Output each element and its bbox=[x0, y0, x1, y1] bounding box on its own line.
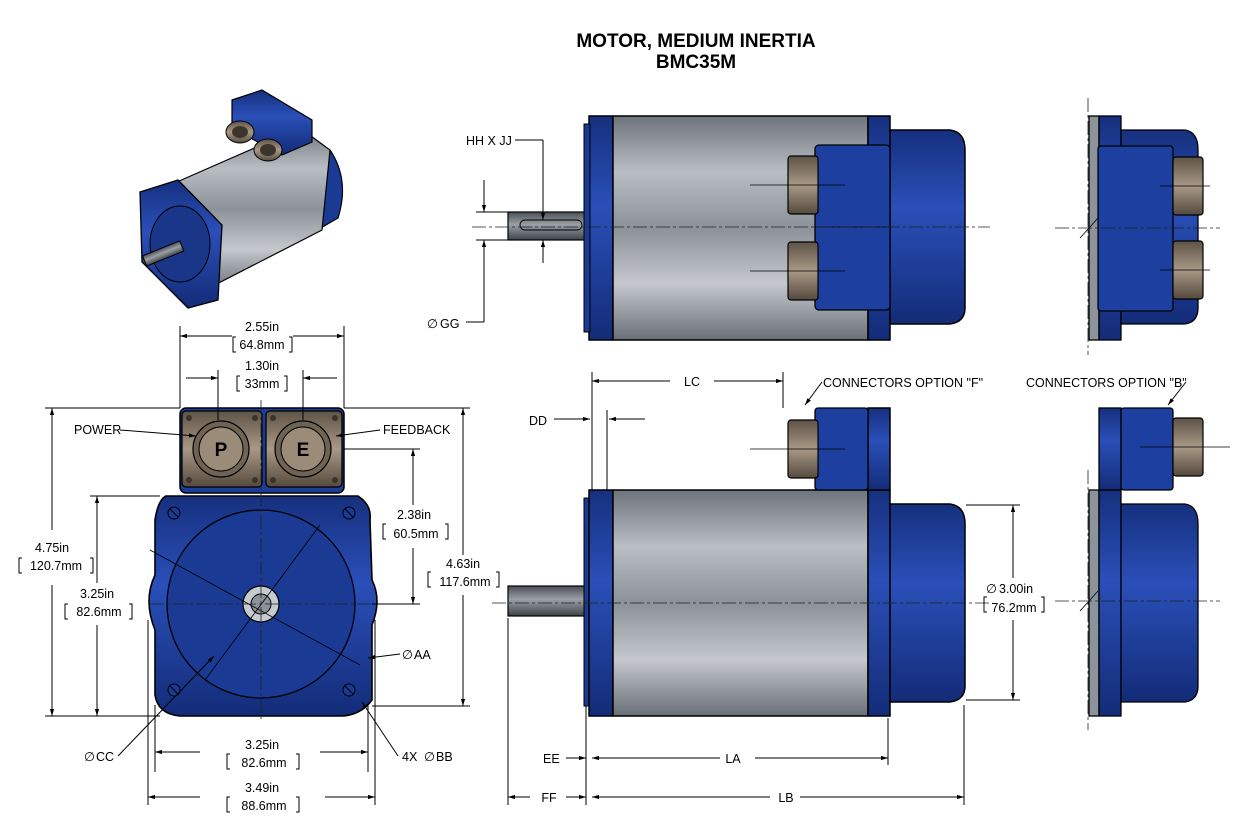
top-end-view bbox=[1055, 98, 1220, 355]
dim-center-conn-in: 2.38in bbox=[397, 508, 431, 522]
bottom-end-view: CONNECTORS OPTION "B" bbox=[1026, 376, 1230, 730]
feedback-connector-letter: E bbox=[297, 440, 310, 461]
front-view: P E bbox=[148, 400, 378, 720]
dim-flange-h-in: 3.25in bbox=[80, 587, 114, 601]
dim-conn-span-mm: 64.8mm bbox=[239, 338, 284, 352]
dim-lb-label: LB bbox=[778, 791, 793, 805]
dim-flange-w-in: 3.25in bbox=[245, 738, 279, 752]
feedback-label: FEEDBACK bbox=[383, 423, 451, 437]
dim-hh-jj-label: HH X JJ bbox=[466, 134, 512, 148]
dim-bb-label: BB bbox=[436, 750, 453, 764]
dim-overall-w-in: 3.49in bbox=[245, 781, 279, 795]
bottom-side-view bbox=[492, 407, 990, 717]
top-side-view bbox=[472, 115, 990, 341]
dim-overall-h-in: 4.75in bbox=[35, 541, 69, 555]
dim-bb-symbol: ∅ bbox=[424, 750, 435, 764]
dim-center-conn-mm: 60.5mm bbox=[393, 527, 438, 541]
power-label: POWER bbox=[74, 423, 121, 437]
top-view-dimensions: HH X JJ ∅ GG bbox=[427, 134, 546, 331]
dim-body-dia-mm: 76.2mm bbox=[991, 601, 1036, 615]
dim-flange-w-mm: 82.6mm bbox=[241, 756, 286, 770]
dim-flange-h-mm: 82.6mm bbox=[76, 605, 121, 619]
dim-ff-label: FF bbox=[541, 791, 557, 805]
dim-conn-pitch-in: 1.30in bbox=[245, 359, 279, 373]
connector-option-b-label: CONNECTORS OPTION "B" bbox=[1026, 376, 1187, 390]
dim-lc-label: LC bbox=[684, 375, 700, 389]
dim-dd-label: DD bbox=[529, 414, 547, 428]
dim-cc-symbol: ∅ bbox=[84, 750, 95, 764]
dim-total-h-in: 4.63in bbox=[446, 557, 480, 571]
dim-ee-label: EE bbox=[543, 752, 560, 766]
dim-conn-pitch-mm: 33mm bbox=[245, 377, 280, 391]
dim-aa-symbol: ∅ bbox=[402, 648, 413, 662]
dim-gg-symbol: ∅ bbox=[427, 317, 438, 331]
dim-gg-label: GG bbox=[440, 317, 459, 331]
dim-conn-span-in: 2.55in bbox=[245, 320, 279, 334]
dim-total-h-mm: 117.6mm bbox=[439, 575, 490, 589]
dim-aa-label: AA bbox=[414, 648, 431, 662]
drawing-subtitle: BMC35M bbox=[656, 52, 736, 73]
dim-body-dia-in: 3.00in bbox=[999, 582, 1033, 596]
power-connector-letter: P bbox=[215, 440, 228, 461]
dim-bb-prefix: 4X bbox=[402, 750, 418, 764]
dim-la-label: LA bbox=[725, 752, 741, 766]
dim-cc-label: CC bbox=[96, 750, 114, 764]
drawing-title: MOTOR, MEDIUM INERTIA bbox=[576, 31, 816, 52]
dim-overall-w-mm: 88.6mm bbox=[241, 799, 286, 813]
dim-overall-h-mm: 120.7mm bbox=[30, 559, 82, 573]
isometric-view bbox=[139, 89, 344, 309]
connector-option-f-label: CONNECTORS OPTION "F" bbox=[823, 376, 983, 390]
front-view-dimensions: 2.55in 64.8mm 1.30in 33mm 4.75in 120.7mm… bbox=[18, 320, 500, 813]
bottom-view-dimensions: LC CONNECTORS OPTION "F" DD ∅ 3.00in 76.… bbox=[507, 372, 1045, 805]
dim-body-dia-symbol: ∅ bbox=[986, 582, 997, 596]
